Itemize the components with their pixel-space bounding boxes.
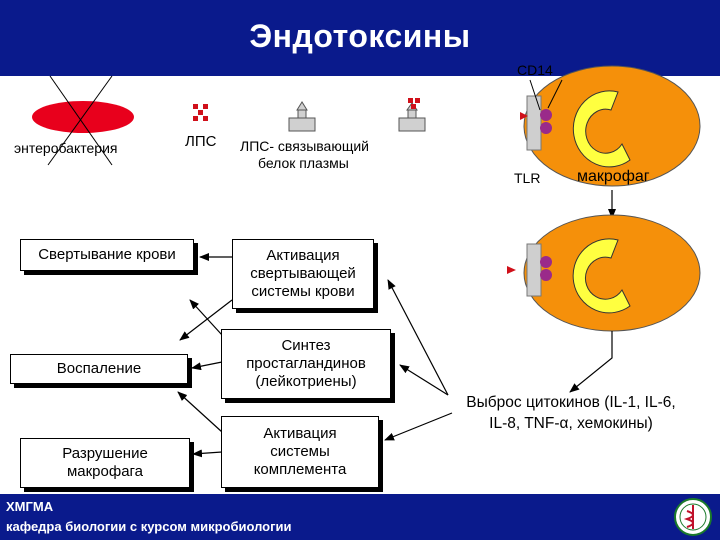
- arrow-cross-1: [179, 299, 233, 341]
- complement-line2: системы: [270, 443, 330, 460]
- cytokine-release-text: Выброс цитокинов (IL-1, IL-6, IL-8, TNF-…: [426, 392, 716, 448]
- lps-binding-protein-icon: [288, 101, 316, 132]
- cd14-receptor: [540, 109, 552, 121]
- lps-label: ЛПС: [185, 133, 217, 150]
- inflammation-text: Воспаление: [56, 360, 142, 377]
- academy-logo-icon: [674, 498, 712, 536]
- complement-line1: Активация: [263, 425, 337, 442]
- coag-activation-line2: свертывающей: [250, 265, 356, 282]
- tlr-label: TLR: [514, 170, 541, 186]
- tlr-receptor: [526, 243, 542, 297]
- cd14-pointer: [529, 79, 541, 111]
- cross-line-1: [49, 75, 113, 166]
- inflammation-box: Воспаление: [10, 354, 188, 384]
- tlr-receptor: [526, 95, 542, 151]
- coagulation-activation-box: Активация свертывающей системы крови: [232, 239, 374, 309]
- macrophage-cell: [520, 65, 701, 187]
- activated-macrophage-cell: [507, 214, 701, 332]
- prostaglandin-line2: простагландинов: [246, 355, 366, 372]
- arrow-to-inflammation: [191, 361, 223, 371]
- enterobacterium: [32, 75, 134, 166]
- cytokine-line2: IL-8, TNF-α, хемокины): [489, 415, 653, 432]
- coagulation-box: Свертывание крови: [20, 239, 194, 271]
- lps-protein-label-line2: белок плазмы: [258, 155, 349, 171]
- lps-dot: [198, 110, 203, 115]
- coag-activation-line1: Активация: [266, 247, 340, 264]
- lps-dot: [203, 104, 208, 109]
- complement-activation-box: Активация системы комплемента: [221, 416, 379, 488]
- lps-dot: [193, 116, 198, 121]
- footer-department: кафедра биологии с курсом микробиологии: [6, 519, 292, 534]
- lps-dot: [193, 104, 198, 109]
- lps-dot: [203, 116, 208, 121]
- destruction-text-line2: макрофага: [66, 463, 144, 480]
- complement-line3: комплемента: [253, 461, 347, 478]
- arrow-cross-3: [177, 391, 223, 433]
- prostaglandin-line1: Синтез: [281, 337, 331, 354]
- arrow-cytokines-complement: [384, 412, 453, 441]
- arrow-cytokines-coagulation: [387, 279, 449, 396]
- cytokine-line1: Выброс цитокинов (IL-1, IL-6,: [466, 394, 676, 411]
- cd14-receptor: [540, 269, 552, 281]
- arrow-to-destruction: [192, 449, 223, 458]
- coag-activation-line3: системы крови: [251, 283, 355, 300]
- arrow-cytokines-prostaglandins: [399, 364, 449, 396]
- cd14-label: CD14: [517, 62, 553, 78]
- enterobacteria-label: энтеробактерия: [14, 140, 118, 156]
- macrophage-nucleus: [572, 90, 631, 168]
- macrophage-nucleus: [572, 238, 631, 314]
- cd14-receptor: [540, 256, 552, 268]
- destruction-text-line1: Разрушение: [62, 445, 148, 462]
- footer-institution: ХМГМА: [6, 499, 54, 514]
- prostaglandin-line3: (лейкотриены): [255, 373, 357, 390]
- lps-molecule-icon: [193, 104, 208, 121]
- lps-protein-label-line1: ЛПС- связывающий: [240, 138, 369, 154]
- arrow-cross-2: [189, 299, 223, 336]
- lps-protein-label: ЛПС- связывающий белок плазмы: [240, 138, 400, 172]
- prostaglandin-synthesis-box: Синтез простагландинов (лейкотриены): [221, 329, 391, 399]
- arrow-cytokine-release: [569, 331, 613, 393]
- macrophage-destruction-box: Разрушение макрофага: [20, 438, 190, 488]
- cd14-pointer: [547, 79, 563, 109]
- cd14-receptor: [540, 122, 552, 134]
- header-bar: [0, 0, 720, 76]
- footer-bar: [0, 494, 720, 540]
- lps-protein-complex-icon: [398, 98, 426, 132]
- macrophage-label: макрофаг: [577, 168, 650, 185]
- coagulation-text: Свертывание крови: [38, 246, 176, 263]
- slide-title: Эндотоксины: [249, 18, 471, 54]
- cross-line-2: [47, 75, 113, 166]
